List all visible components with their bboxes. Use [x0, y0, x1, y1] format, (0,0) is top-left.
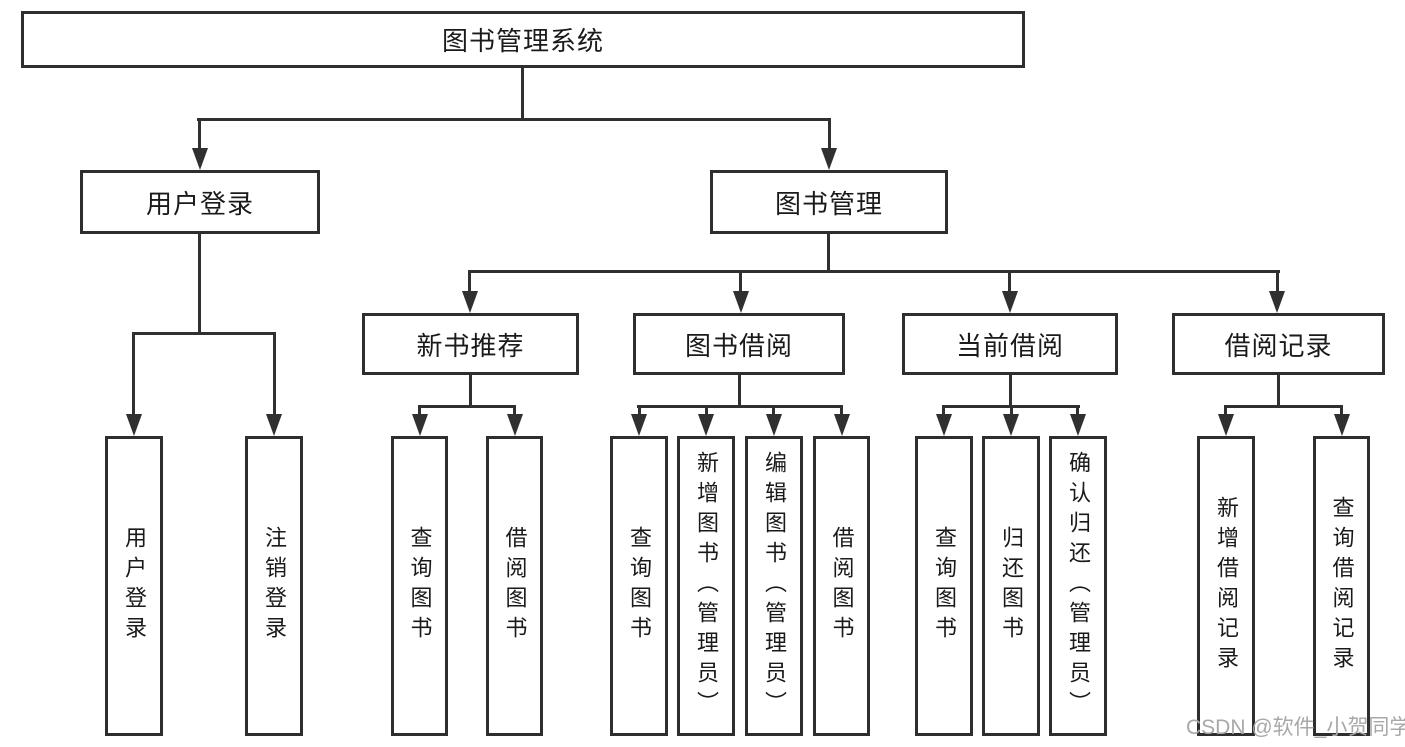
arrow-down-icon — [1218, 414, 1234, 436]
node-query-books-current: 查询图书 — [915, 436, 973, 736]
arrow-down-icon — [1334, 414, 1350, 436]
arrow-down-icon — [1269, 291, 1285, 313]
edge-vertical-line — [840, 405, 843, 416]
edge-vertical-line — [469, 375, 472, 407]
node-query-books-recommend: 查询图书 — [391, 436, 448, 736]
edge-horizontal-line — [418, 405, 516, 408]
arrow-down-icon — [126, 414, 142, 436]
node-logout: 注销登录 — [245, 436, 303, 736]
arrow-down-icon — [507, 414, 523, 436]
node-book-borrowing: 图书借阅 — [633, 313, 845, 375]
edge-vertical-line — [1010, 405, 1013, 416]
node-return-books: 归还图书 — [982, 436, 1040, 736]
edge-vertical-line — [513, 405, 516, 416]
edge-vertical-line — [1277, 375, 1280, 407]
edge-horizontal-line — [468, 270, 1280, 273]
edge-vertical-line — [198, 118, 201, 152]
edge-horizontal-line — [197, 118, 831, 121]
edge-vertical-line — [1340, 405, 1343, 416]
edge-vertical-line — [418, 405, 421, 416]
arrow-down-icon — [834, 414, 850, 436]
node-query-borrow-record: 查询借阅记录 — [1313, 436, 1370, 736]
node-user-login-leaf: 用户登录 — [105, 436, 163, 736]
edge-vertical-line — [1224, 405, 1227, 416]
csdn-watermark: CSDN @软件_小贺同学 — [1186, 716, 1405, 739]
edge-vertical-line — [738, 375, 741, 407]
node-borrow-books-recommend: 借阅图书 — [486, 436, 543, 736]
edge-vertical-line — [772, 405, 775, 416]
node-book-management: 图书管理 — [710, 170, 948, 234]
edge-vertical-line — [638, 405, 641, 416]
edge-vertical-line — [1009, 375, 1012, 407]
edge-vertical-line — [521, 68, 524, 120]
node-current-borrowing: 当前借阅 — [902, 313, 1118, 375]
edge-horizontal-line — [1224, 405, 1343, 408]
node-edit-books-admin: 编辑图书（管理员） — [745, 436, 803, 736]
arrow-down-icon — [1002, 291, 1018, 313]
node-add-books-admin: 新增图书（管理员） — [677, 436, 735, 736]
edge-vertical-line — [273, 332, 276, 416]
node-borrowing-records: 借阅记录 — [1172, 313, 1385, 375]
arrow-down-icon — [821, 148, 837, 170]
node-add-borrow-record: 新增借阅记录 — [1197, 436, 1255, 736]
node-borrow-books-borrowing: 借阅图书 — [813, 436, 870, 736]
edge-vertical-line — [132, 332, 135, 416]
edge-vertical-line — [828, 118, 831, 152]
arrow-down-icon — [412, 414, 428, 436]
edge-vertical-line — [1076, 405, 1079, 416]
arrow-down-icon — [192, 148, 208, 170]
edge-vertical-line — [827, 234, 830, 272]
edge-vertical-line — [705, 405, 708, 416]
arrow-down-icon — [266, 414, 282, 436]
arrow-down-icon — [462, 291, 478, 313]
edge-horizontal-line — [132, 332, 276, 335]
arrow-down-icon — [1070, 414, 1086, 436]
edge-vertical-line — [1008, 270, 1011, 292]
edge-vertical-line — [198, 234, 201, 334]
arrow-down-icon — [733, 291, 749, 313]
arrow-down-icon — [698, 414, 714, 436]
node-new-book-recommendation: 新书推荐 — [362, 313, 579, 375]
edge-vertical-line — [739, 270, 742, 292]
edge-vertical-line — [942, 405, 945, 416]
edge-horizontal-line — [637, 405, 843, 408]
edge-vertical-line — [468, 270, 471, 292]
node-library-management-system: 图书管理系统 — [21, 11, 1025, 68]
edge-vertical-line — [1276, 270, 1279, 292]
node-query-books-borrowing: 查询图书 — [610, 436, 668, 736]
arrow-down-icon — [936, 414, 952, 436]
arrow-down-icon — [631, 414, 647, 436]
node-confirm-return-admin: 确认归还（管理员） — [1049, 436, 1107, 736]
arrow-down-icon — [1003, 414, 1019, 436]
node-user-login: 用户登录 — [80, 170, 320, 234]
arrow-down-icon — [766, 414, 782, 436]
